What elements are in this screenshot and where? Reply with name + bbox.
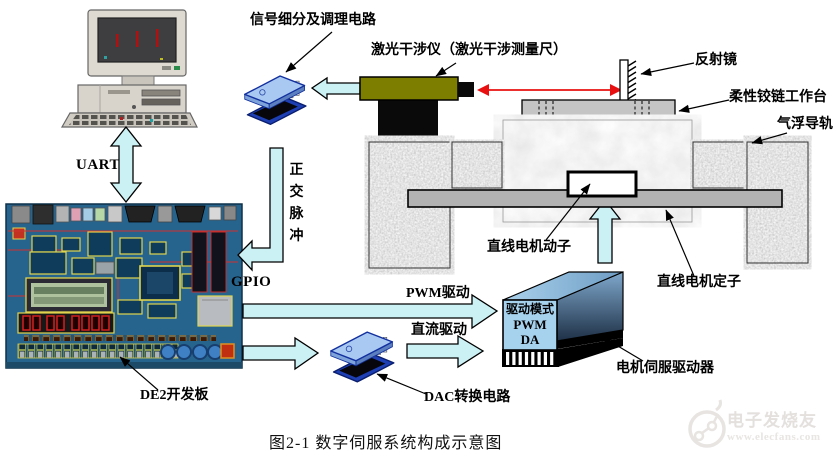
laser-to-chip-arrow — [310, 76, 361, 101]
dac-circuit-label: DAC转换电路 — [424, 390, 511, 405]
figure-caption: 图2-1 数字伺服系统构成示意图 — [269, 435, 503, 452]
servo-driver-label: 电机伺服驱动器 — [616, 361, 714, 376]
dc-drive-arrow-board-to-dac — [242, 336, 320, 371]
servo-driver-box — [502, 271, 624, 367]
leader-mirror — [640, 62, 695, 77]
watermark-site-url: www.elecfans.com — [727, 431, 821, 443]
watermark-logo-icon — [688, 399, 726, 448]
signal-chip-illustration — [244, 75, 307, 125]
mover-label: 直线电机动子 — [487, 240, 571, 255]
laser-beam-arrow — [477, 84, 622, 96]
leader-air-rail — [751, 132, 788, 145]
leader-laser — [435, 62, 457, 77]
reflector-mirror — [619, 59, 637, 106]
signal-circuit-label: 信号细分及调理电路 — [250, 13, 376, 28]
de2-board-illustration — [5, 203, 243, 369]
driver-mode-pwm: PWM — [513, 317, 547, 332]
driver-mode-text: 驱动模式 PWM DA — [503, 302, 557, 347]
quadrature-pulse-arrow — [237, 147, 284, 272]
leader-lines — [119, 31, 788, 395]
gpio-label: GPIO — [231, 274, 272, 290]
leader-servo-driver — [600, 335, 644, 362]
desktop-pc-illustration — [60, 9, 198, 128]
quadrature-pulse-label: 正交脉冲 — [289, 163, 304, 244]
stator-label: 直线电机定子 — [657, 275, 741, 290]
pwm-drive-arrow — [242, 293, 499, 330]
pwm-drive-label: PWM驱动 — [406, 286, 470, 301]
dc-drive-label: 直流驱动 — [411, 323, 467, 338]
laser-interferometer — [359, 76, 474, 142]
leader-flex-table — [678, 99, 730, 113]
air-rail-label: 气浮导轨 — [777, 117, 833, 132]
dac-chip-illustration — [330, 331, 395, 383]
driver-mode-title: 驱动模式 — [505, 302, 554, 316]
leader-de2 — [119, 356, 159, 391]
granite-left-inner — [451, 141, 503, 189]
flexure-worktable-label: 柔性铰链工作台 — [729, 90, 827, 105]
reflector-mirror-label: 反射镜 — [695, 53, 737, 68]
de2-board-label: DE2开发板 — [140, 388, 209, 403]
upward-drive-arrow — [588, 198, 622, 264]
watermark-site-name: 电子发烧友 — [727, 411, 817, 430]
granite-right-inner — [692, 141, 746, 189]
uart-label: UART — [76, 157, 120, 173]
driver-mode-da: DA — [520, 332, 540, 347]
leader-stator — [665, 209, 695, 277]
dc-drive-arrow-dac-to-driver — [406, 334, 485, 369]
leader-mover — [545, 183, 591, 241]
leader-dac — [376, 373, 427, 395]
leader-signal-circuit — [285, 31, 333, 73]
laser-interferometer-label: 激光干涉仪（激光干涉测量尺） — [371, 43, 567, 58]
mover-block — [566, 170, 638, 198]
uart-arrow — [109, 125, 143, 204]
flexure-worktable — [521, 99, 676, 121]
